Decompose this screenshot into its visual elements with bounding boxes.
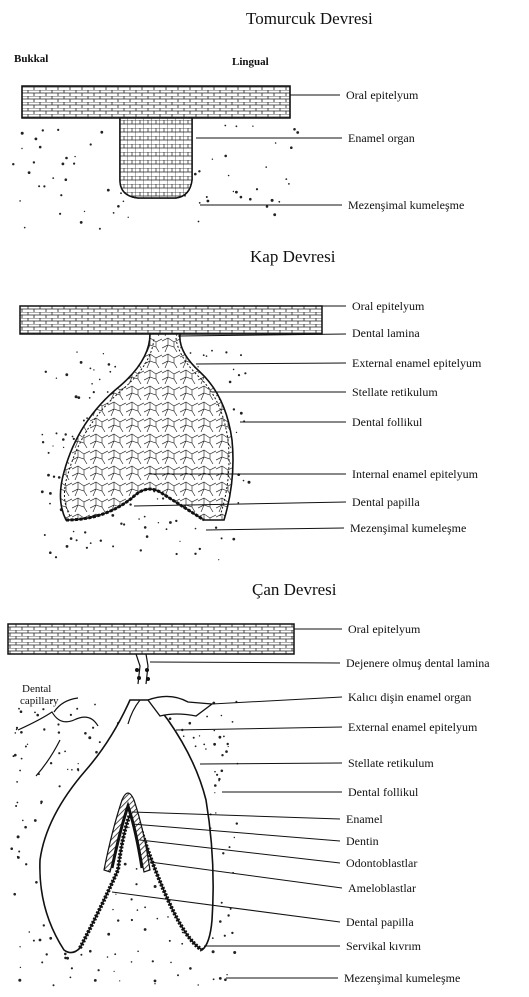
oral-epithelium-bell <box>8 624 294 654</box>
bell-label-odontoblasts: Odontoblastlar <box>346 856 417 870</box>
capillary-label-line2: capillary <box>20 695 58 707</box>
bell-label-enamel: Enamel <box>346 812 383 826</box>
leader-line-21 <box>112 892 340 922</box>
leader-line-9 <box>134 502 346 506</box>
bell-label-dentin: Dentin <box>346 834 379 848</box>
bud-stage-drawing <box>12 86 299 230</box>
cap-label-internal-epithelium: Internal enamel epitelyum <box>352 467 478 481</box>
bell-label-permanent-enamel-organ: Kalıcı dişin enamel organ <box>348 690 471 704</box>
leader-line-14 <box>176 727 342 730</box>
cap-label-external-epithelium: External enamel epitelyum <box>352 356 481 370</box>
bud-label-mesenchyme: Mezenşimal kumeleşme <box>348 198 464 212</box>
bud-stage-title: Tomurcuk Devresi <box>246 9 373 29</box>
oral-epithelium-cap <box>20 306 322 334</box>
cap-label-stellate-reticulum: Stellate retikulum <box>352 385 438 399</box>
lingual-label: Lingual <box>232 56 269 69</box>
leader-line-10 <box>206 528 344 530</box>
cap-label-oral-epithelium: Oral epitelyum <box>352 299 424 313</box>
bell-label-dental-papilla: Dental papilla <box>346 915 414 929</box>
bell-label-mesenchyme: Mezenşimal kumeleşme <box>344 971 460 985</box>
bud-label-oral-epithelium: Oral epitelyum <box>346 88 418 102</box>
bell-stage-title: Çan Devresi <box>252 580 337 600</box>
buccal-label: Bukkal <box>14 53 48 66</box>
leader-line-15 <box>200 763 342 764</box>
leader-line-13 <box>212 697 342 704</box>
bell-label-stellate-reticulum: Stellate retikulum <box>348 756 434 770</box>
bell-label-oral-epithelium: Oral epitelyum <box>348 622 420 636</box>
bell-label-cervical-loop: Servikal kıvrım <box>346 939 421 953</box>
bell-label-dental-follicle: Dental follikul <box>348 785 418 799</box>
capillary-label-line1: Dental <box>22 683 51 695</box>
leader-line-5 <box>196 363 346 364</box>
cap-stage-drawing <box>20 306 322 560</box>
bell-label-degenerated-lamina: Dejenere olmuş dental lamina <box>346 656 490 670</box>
cap-stage-title: Kap Devresi <box>250 247 335 267</box>
bell-label-external-epithelium: External enamel epitelyum <box>348 720 477 734</box>
leader-line-12 <box>150 662 340 663</box>
cap-label-dental-lamina: Dental lamina <box>352 326 420 340</box>
enamel-organ-bud <box>120 118 192 198</box>
bell-stage-drawing <box>8 624 294 986</box>
bud-label-enamel-organ: Enamel organ <box>348 131 415 145</box>
permanent-tooth-bud <box>148 696 212 716</box>
bell-label-ameloblasts: Ameloblastlar <box>348 881 416 895</box>
cap-label-dental-follicle: Dental follikul <box>352 415 422 429</box>
cap-label-mesenchyme: Mezenşimal kumeleşme <box>350 521 466 535</box>
cap-label-dental-papilla: Dental papilla <box>352 495 420 509</box>
